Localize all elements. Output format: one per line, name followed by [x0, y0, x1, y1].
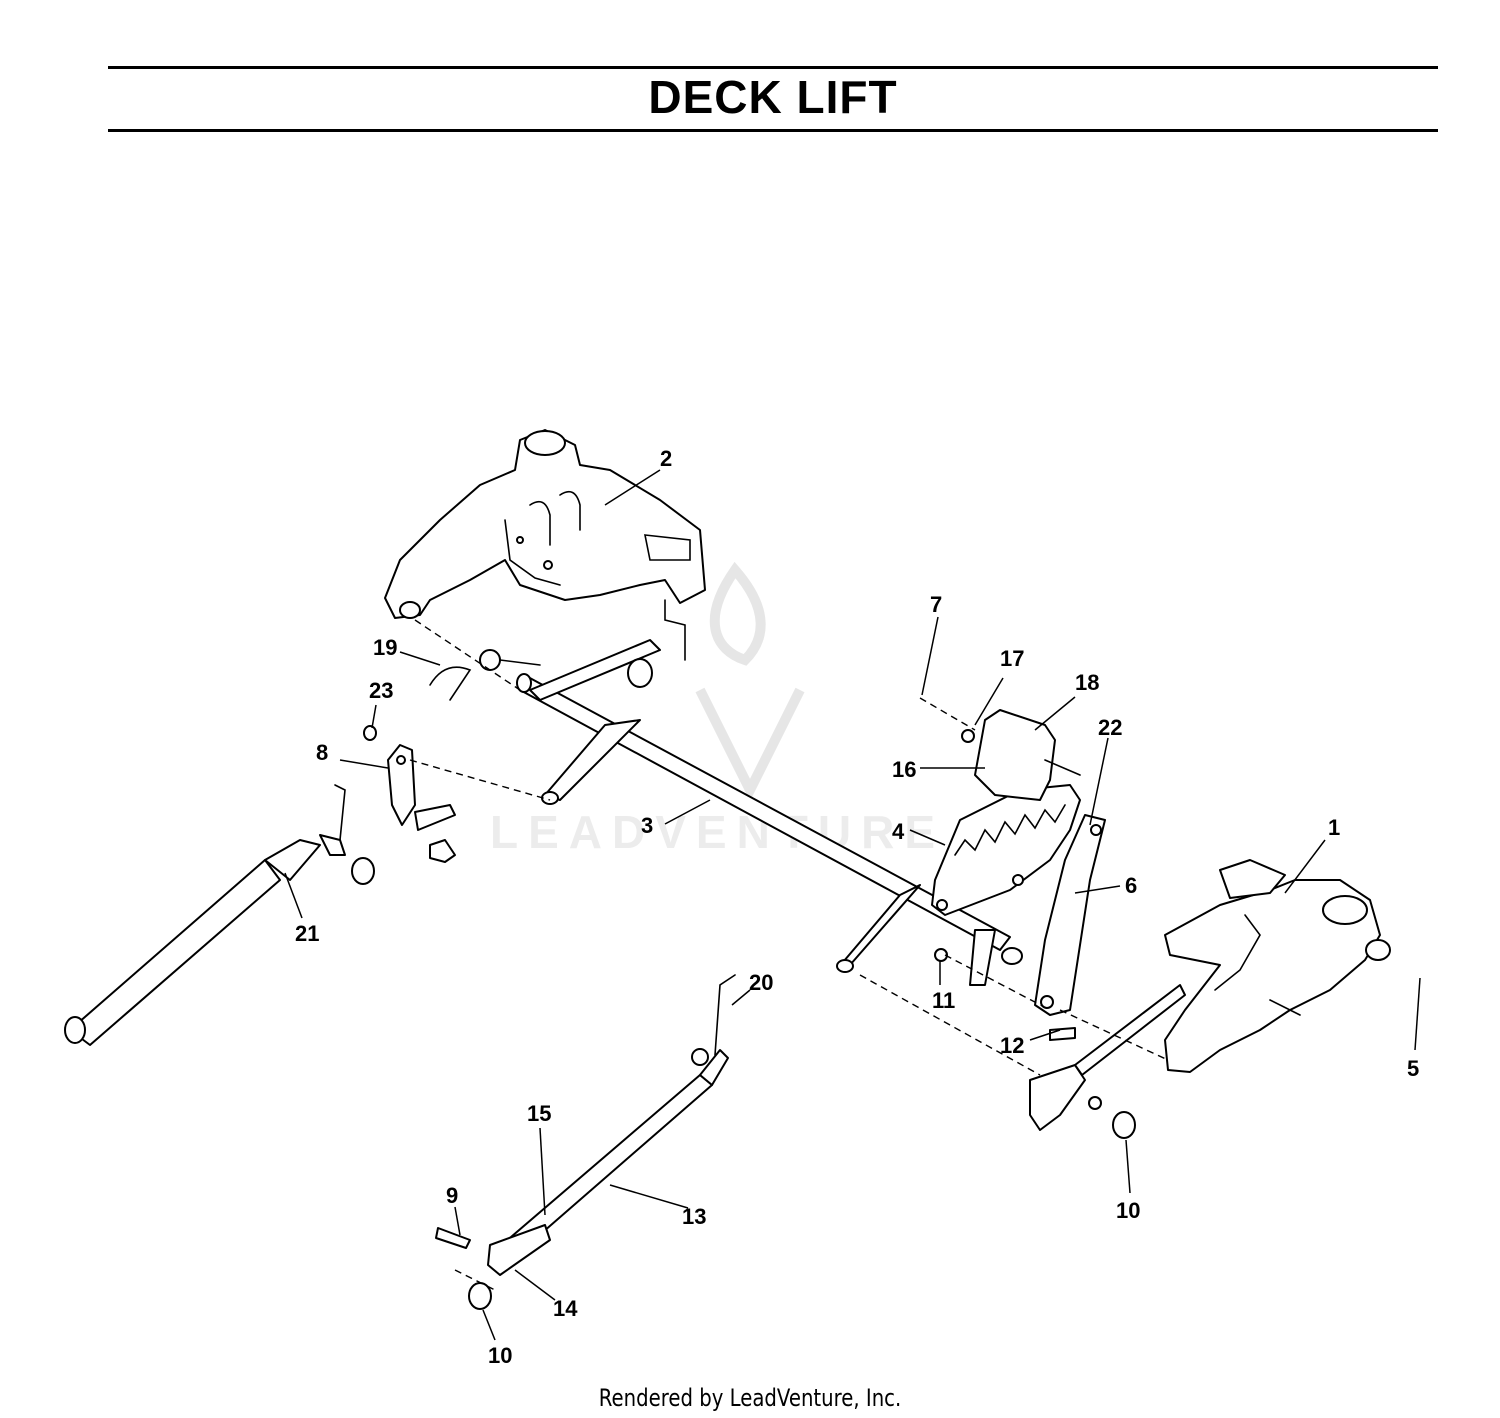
- callout-18: 18: [1075, 670, 1099, 695]
- callout-14: 14: [553, 1296, 578, 1321]
- page-title: DECK LIFT: [648, 71, 898, 123]
- callout-19: 19: [373, 635, 397, 660]
- alignment-lines: [409, 619, 1169, 1291]
- callout-12: 12: [1000, 1033, 1024, 1058]
- lift-shaft: [516, 639, 1023, 986]
- callout-20: 20: [749, 970, 773, 995]
- callout-5: 5: [1407, 1056, 1419, 1081]
- watermark-logo: LEADVENTURE: [490, 561, 945, 858]
- callout-2: 2: [660, 446, 672, 471]
- callout-10-right: 10: [1116, 1198, 1140, 1223]
- left-lift-bracket: [384, 429, 706, 661]
- title-rule-top: [108, 66, 1438, 69]
- title-rule-bottom: [108, 129, 1438, 132]
- callout-numbers: 1 2 3 4 5 6 7 8 9 10 10 10 11 12 13 14 1…: [295, 446, 1419, 1368]
- callout-10-bottom: 10: [488, 1343, 512, 1368]
- left-linkage: [64, 649, 653, 1046]
- callout-1: 1: [1328, 815, 1340, 840]
- right-lift-bracket: [1164, 859, 1391, 1073]
- callout-13: 13: [682, 1204, 706, 1229]
- lower-linkage: [435, 948, 1186, 1310]
- callout-8: 8: [316, 740, 328, 765]
- callout-7: 7: [930, 592, 942, 617]
- callout-4: 4: [892, 819, 905, 844]
- footer-credit: Rendered by LeadVenture, Inc.: [598, 1384, 902, 1412]
- callout-23: 23: [369, 678, 393, 703]
- callout-3: 3: [641, 813, 653, 838]
- height-adjust-assembly: [931, 709, 1106, 1016]
- watermark-text: LEADVENTURE: [490, 806, 945, 858]
- callout-21: 21: [295, 921, 319, 946]
- callout-9: 9: [446, 1183, 458, 1208]
- callout-17: 17: [1000, 646, 1024, 671]
- callout-15: 15: [527, 1101, 551, 1126]
- callout-11: 11: [932, 988, 955, 1013]
- callout-6: 6: [1125, 873, 1137, 898]
- callout-22: 22: [1098, 715, 1122, 740]
- leader-lines: [284, 469, 1421, 1341]
- callout-16: 16: [892, 757, 916, 782]
